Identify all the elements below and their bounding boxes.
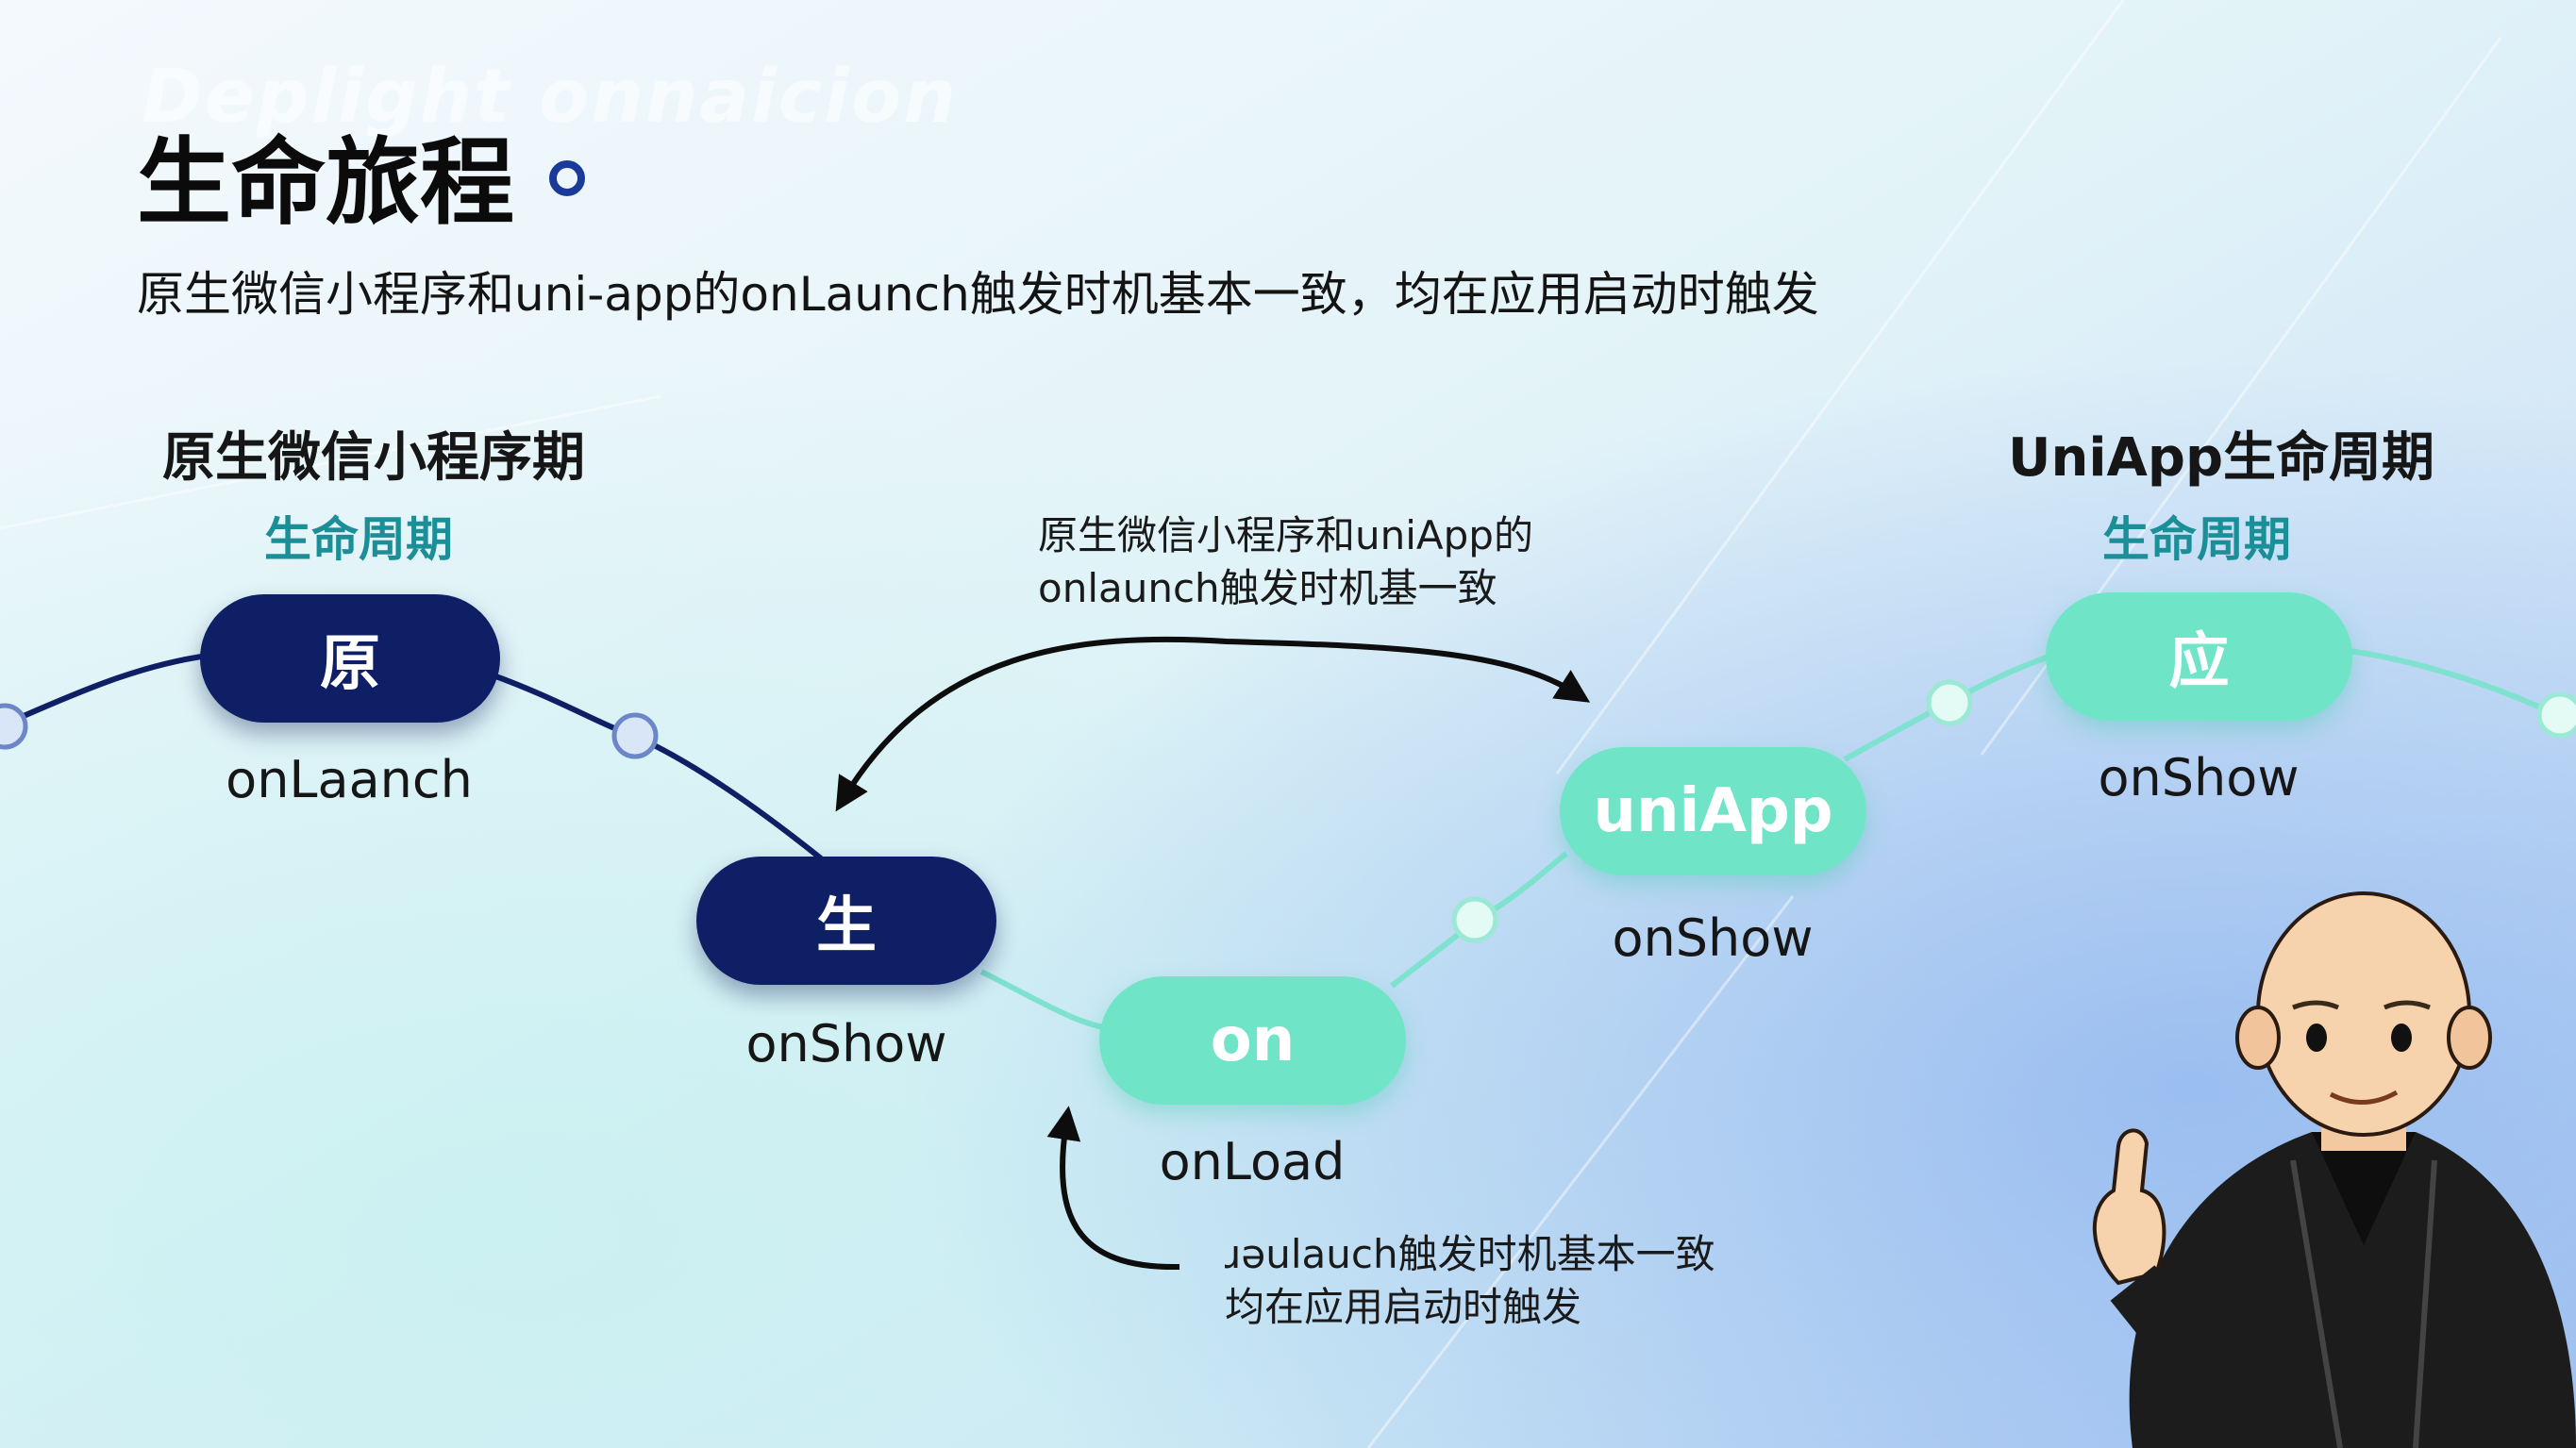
node-caption: onLaanch: [226, 750, 473, 809]
node-caption: onShow: [2098, 748, 2300, 807]
right-column-subheading: 生命周期: [2102, 512, 2291, 567]
curve-dot: [1451, 896, 1498, 943]
callout-bottom-line1: ɹəulauch触发时机基本一致: [1225, 1231, 1715, 1277]
lifecycle-node: 生: [696, 857, 996, 985]
node-caption: onShow: [745, 1014, 947, 1074]
watermark-text: Deplight onnaicion: [142, 55, 958, 140]
title-dot-icon: [549, 160, 585, 196]
callout-top: 原生微信小程序和uniApp的 onlaunch触发时机基一致: [1038, 509, 1533, 615]
left-column-heading: 原生微信小程序期: [162, 427, 585, 489]
bottom-arrow: [1046, 1106, 1180, 1271]
node-caption: onShow: [1612, 908, 1814, 968]
curve-dot: [1926, 679, 1973, 726]
curve-dot: [0, 703, 28, 750]
page-title: 生命旅程: [137, 127, 514, 238]
curve-dot: [2536, 691, 2576, 739]
lifecycle-node: on: [1099, 976, 1406, 1105]
bidirectional-arrow: [835, 636, 1591, 812]
mascot-illustration: [2093, 891, 2576, 1448]
callout-bottom-line2: 均在应用启动时触发: [1225, 1284, 1582, 1330]
right-column-heading: UniApp生命周期: [2008, 427, 2435, 489]
lifecycle-node: 应: [2046, 592, 2352, 721]
lifecycle-node: 原: [200, 594, 500, 723]
callout-top-line1: 原生微信小程序和uniApp的: [1038, 512, 1533, 558]
callout-top-line2: onlaunch触发时机基一致: [1038, 565, 1497, 611]
curve-dot: [611, 712, 659, 759]
node-caption: onLoad: [1159, 1132, 1346, 1191]
left-column-subheading: 生命周期: [264, 512, 453, 567]
callout-bottom: ɹəulauch触发时机基本一致 均在应用启动时触发: [1225, 1228, 1715, 1334]
page-subtitle: 原生微信小程序和uni-app的onLaunch触发时机基本一致，均在应用启动时…: [137, 267, 1819, 322]
lifecycle-node: uniApp: [1560, 747, 1866, 875]
